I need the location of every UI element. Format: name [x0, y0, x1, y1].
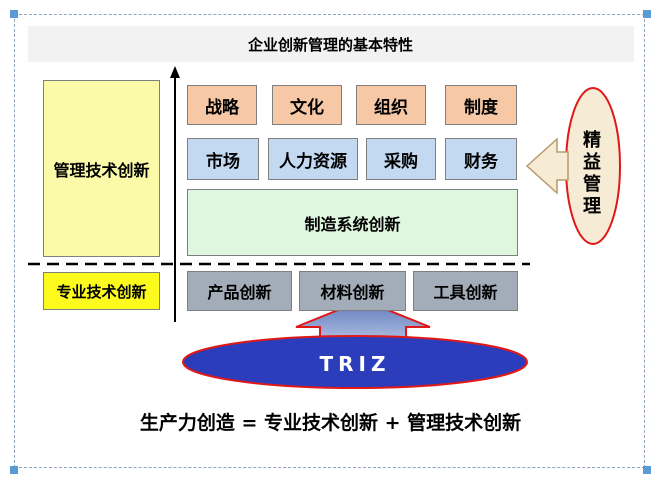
human-resources-box: 人力资源	[268, 138, 358, 180]
frame-corner-bottom-right	[643, 466, 651, 474]
finance-box: 财务	[445, 138, 517, 180]
material-innovation-box: 材料创新	[299, 271, 406, 311]
formula-text: 生产力创造 = 专业技术创新 + 管理技术创新	[139, 412, 522, 434]
manufacturing-innovation-box: 制造系统创新	[187, 189, 518, 256]
frame-corner-bottom-left	[10, 466, 18, 474]
management-innovation-box: 管理技术创新	[43, 80, 160, 257]
strategy-box: 战略	[187, 85, 257, 125]
left-arrow	[525, 137, 569, 195]
vertical-axis-arrowhead	[170, 66, 180, 78]
triz-label: TRIZ	[319, 352, 391, 376]
frame-corner-top-right	[643, 10, 651, 18]
diagram-title: 企业创新管理的基本特性	[247, 36, 413, 54]
product-innovation-box: 产品创新	[187, 271, 292, 311]
procurement-box: 采购	[366, 138, 436, 180]
lean-char-1: 精	[583, 130, 601, 151]
triz-ellipse	[182, 335, 528, 389]
tool-innovation-box: 工具创新	[413, 271, 518, 311]
lean-char-4: 理	[583, 196, 601, 217]
organization-box: 组织	[356, 85, 426, 125]
lean-char-3: 管	[583, 174, 601, 195]
lean-management-label: 精 益 管 理	[577, 130, 607, 218]
lean-char-2: 益	[583, 152, 601, 173]
market-box: 市场	[187, 138, 259, 180]
system-box: 制度	[445, 85, 517, 125]
professional-innovation-box: 专业技术创新	[43, 272, 160, 310]
culture-box: 文化	[272, 85, 342, 125]
frame-corner-top-left	[10, 10, 18, 18]
